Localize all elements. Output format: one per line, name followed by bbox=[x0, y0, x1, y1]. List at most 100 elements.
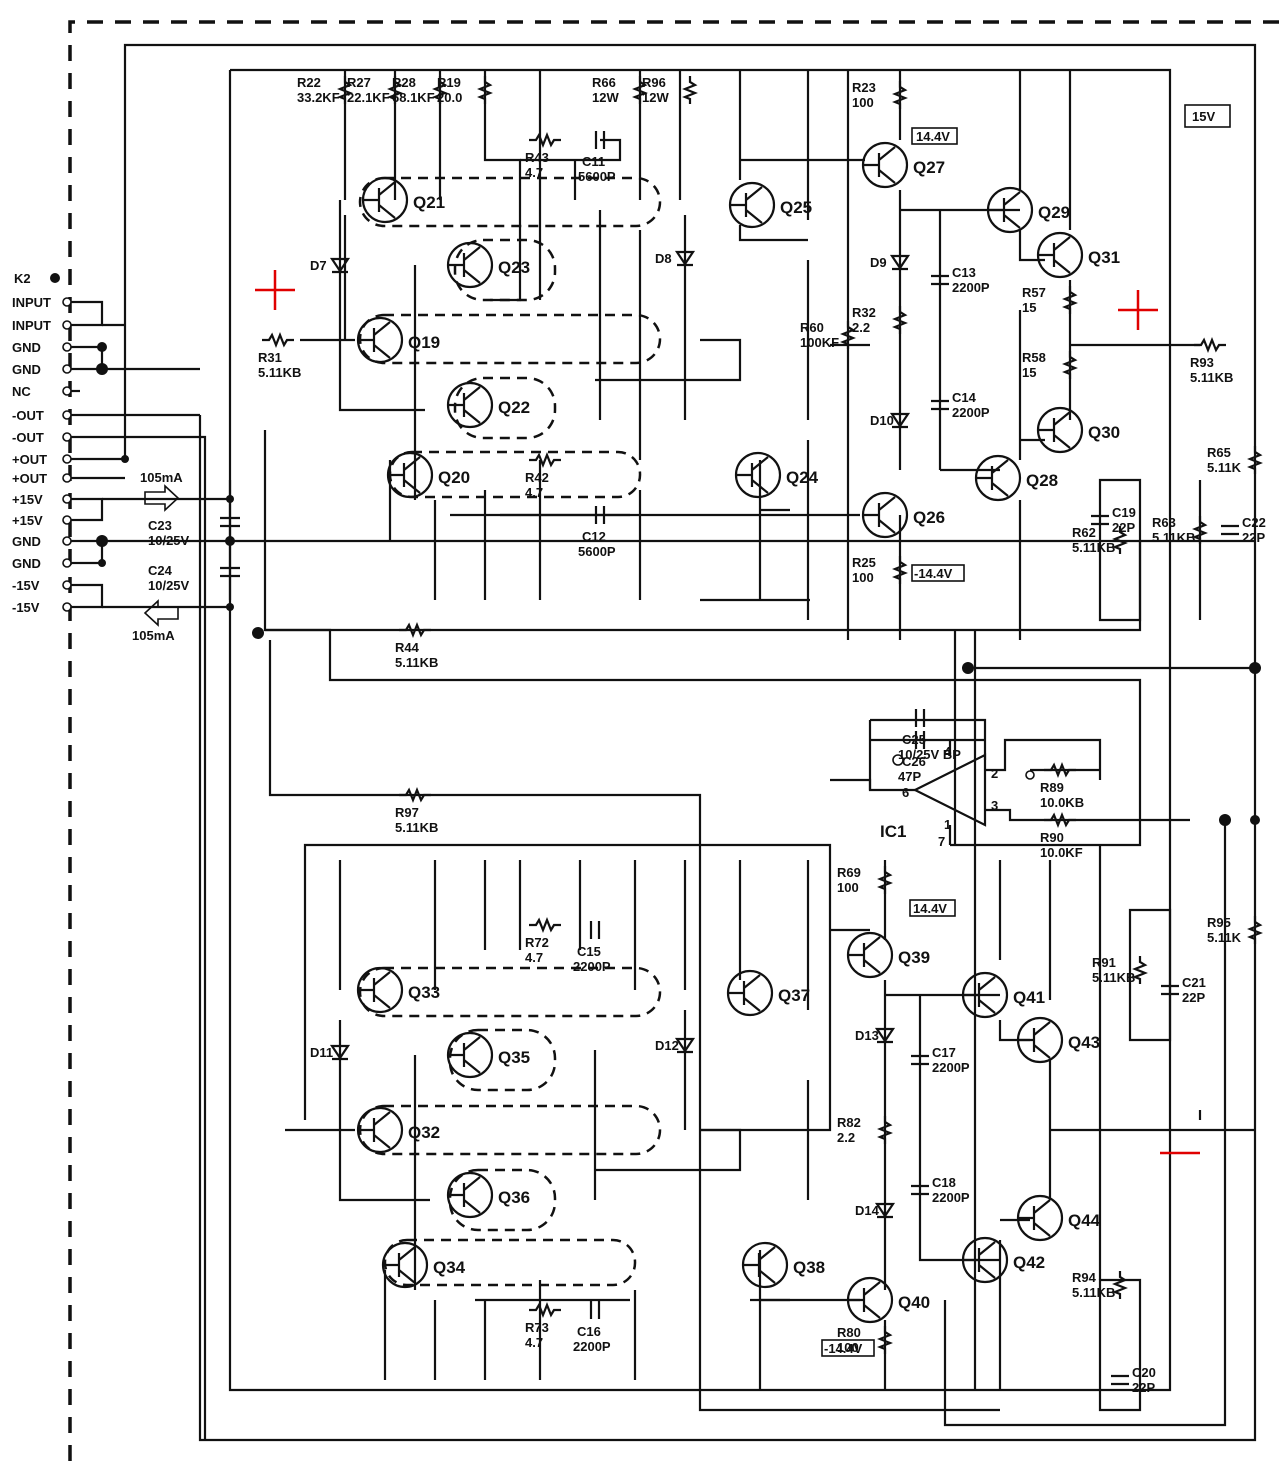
matched-pair-outlines bbox=[358, 176, 662, 1287]
transistor-ref: Q36 bbox=[498, 1188, 530, 1207]
plus-marker-right bbox=[1118, 290, 1158, 330]
current-arrow-bottom bbox=[143, 599, 179, 627]
capacitor-layer: C115600PC125600PC132200PC142200PC152200P… bbox=[573, 131, 1266, 1395]
resistor-ref: R69 bbox=[837, 865, 861, 880]
resistor-ref: R89 bbox=[1040, 780, 1064, 795]
connector-pin-terminal bbox=[62, 386, 72, 396]
transistor-q43: Q43 bbox=[1016, 1016, 1100, 1064]
resistor-value: 5.11KB bbox=[1152, 530, 1195, 545]
diode-d12: D12 bbox=[655, 1037, 696, 1054]
connector-pin-terminal bbox=[62, 515, 72, 525]
transistor-q38: Q38 bbox=[741, 1241, 825, 1289]
resistor-ref: R66 bbox=[592, 75, 616, 90]
transistor-q34: Q34 bbox=[381, 1241, 466, 1289]
voltage-tags: 14.4V -14.4V 14.4V -14.4V 15V bbox=[821, 104, 1231, 1357]
diode-d13: D13 bbox=[855, 1027, 896, 1044]
capacitor-ref: C21 bbox=[1182, 975, 1206, 990]
capacitor-value: 2200P bbox=[573, 1339, 611, 1354]
capacitor-value: 22P bbox=[1182, 990, 1205, 1005]
transistor-q41: Q41 bbox=[961, 971, 1045, 1019]
cap-c23-value: 10/25V bbox=[148, 533, 190, 548]
board-outline bbox=[68, 20, 1284, 1461]
resistor-ref: R91 bbox=[1092, 955, 1116, 970]
cap-c24-symbol bbox=[220, 566, 240, 578]
transistor-q33: Q33 bbox=[356, 966, 440, 1014]
transistor-ref: Q21 bbox=[413, 193, 445, 212]
resistor-ref: R31 bbox=[258, 350, 282, 365]
capacitor-ref: C26 bbox=[902, 754, 926, 769]
connector-pin-terminal bbox=[62, 473, 72, 483]
capacitor-ref: C19 bbox=[1112, 505, 1136, 520]
opamp-pin-3: 3 bbox=[991, 798, 998, 813]
transistor-ref: Q43 bbox=[1068, 1033, 1100, 1052]
resistor-value: 12W bbox=[642, 90, 669, 105]
transistor-ref: Q42 bbox=[1013, 1253, 1045, 1272]
resistor-ref: R42 bbox=[525, 470, 549, 485]
current-arrow-top bbox=[144, 484, 180, 512]
resistor-value: 12W bbox=[592, 90, 619, 105]
resistor-value: 2.2 bbox=[852, 320, 870, 335]
connector-pin-label: INPUT bbox=[12, 318, 51, 333]
diode-d14: D14 bbox=[855, 1202, 896, 1219]
transistor-q42: Q42 bbox=[961, 1236, 1045, 1284]
connector-pin-label: -OUT bbox=[12, 430, 44, 445]
transistor-ref: Q32 bbox=[408, 1123, 440, 1142]
capacitor-ref: C11 bbox=[582, 154, 605, 169]
transistor-q26: Q26 bbox=[861, 491, 945, 539]
resistor-ref: R22 bbox=[297, 75, 321, 90]
transistor-q21: Q21 bbox=[361, 176, 445, 224]
diode-ref: D9 bbox=[870, 255, 887, 270]
opamp-ic1-triangle bbox=[912, 753, 987, 827]
resistor-value: 100 bbox=[837, 1340, 859, 1355]
transistor-q30: Q30 bbox=[1036, 406, 1120, 454]
capacitor-value: 2200P bbox=[952, 405, 990, 420]
resistor-value: 5.11KB bbox=[395, 820, 438, 835]
resistor-value: 5.11K bbox=[1207, 460, 1242, 475]
resistor-ref: R28 bbox=[392, 75, 416, 90]
diode-d11: D11 bbox=[310, 1044, 351, 1061]
capacitor-ref: C16 bbox=[577, 1324, 601, 1339]
transistor-ref: Q27 bbox=[913, 158, 945, 177]
connector-pin-terminal bbox=[62, 602, 72, 612]
diode-ref: D11 bbox=[310, 1045, 333, 1060]
connector-pin-terminal bbox=[62, 558, 72, 568]
opamp-pin-1: 1 bbox=[944, 817, 951, 832]
resistor-value: 68.1KF bbox=[392, 90, 435, 105]
voltage-neg-bottom: -14.4V bbox=[824, 1341, 863, 1356]
transistor-ref: Q39 bbox=[898, 948, 930, 967]
transistor-q39: Q39 bbox=[846, 931, 930, 979]
plus-marker-top bbox=[255, 270, 295, 310]
resistor-value: 22.1KF bbox=[347, 90, 390, 105]
transistor-ref: Q30 bbox=[1088, 423, 1120, 442]
connector-pin-label: GND bbox=[12, 534, 41, 549]
capacitor-value: 22P bbox=[1112, 520, 1135, 535]
current-label-top: 105mA bbox=[140, 470, 183, 485]
connector-pin-label: +15V bbox=[12, 492, 43, 507]
diode-d8: D8 bbox=[655, 250, 696, 267]
resistor-ref: R93 bbox=[1190, 355, 1214, 370]
bottom-amp-wires bbox=[285, 820, 1255, 1427]
transistor-q22: Q22 bbox=[446, 381, 530, 429]
opamp-pin-6: 6 bbox=[902, 785, 909, 800]
connector-pin-label: +15V bbox=[12, 513, 43, 528]
transistor-ref: Q28 bbox=[1026, 471, 1058, 490]
connector-pin-label: +OUT bbox=[12, 452, 47, 467]
opamp-pin-4: 4 bbox=[944, 744, 952, 759]
voltage-pos-bottom: 14.4V bbox=[913, 901, 947, 916]
transistor-q19: Q19 bbox=[356, 316, 440, 364]
transistor-q23: Q23 bbox=[446, 241, 530, 289]
diode-ref: D7 bbox=[310, 258, 327, 273]
transistor-ref: Q31 bbox=[1088, 248, 1120, 267]
frame-wires bbox=[123, 43, 1257, 1442]
resistor-value: 5.11KB bbox=[1190, 370, 1233, 385]
resistor-value: 4.7 bbox=[525, 1335, 543, 1350]
capacitor-ref: C22 bbox=[1242, 515, 1266, 530]
